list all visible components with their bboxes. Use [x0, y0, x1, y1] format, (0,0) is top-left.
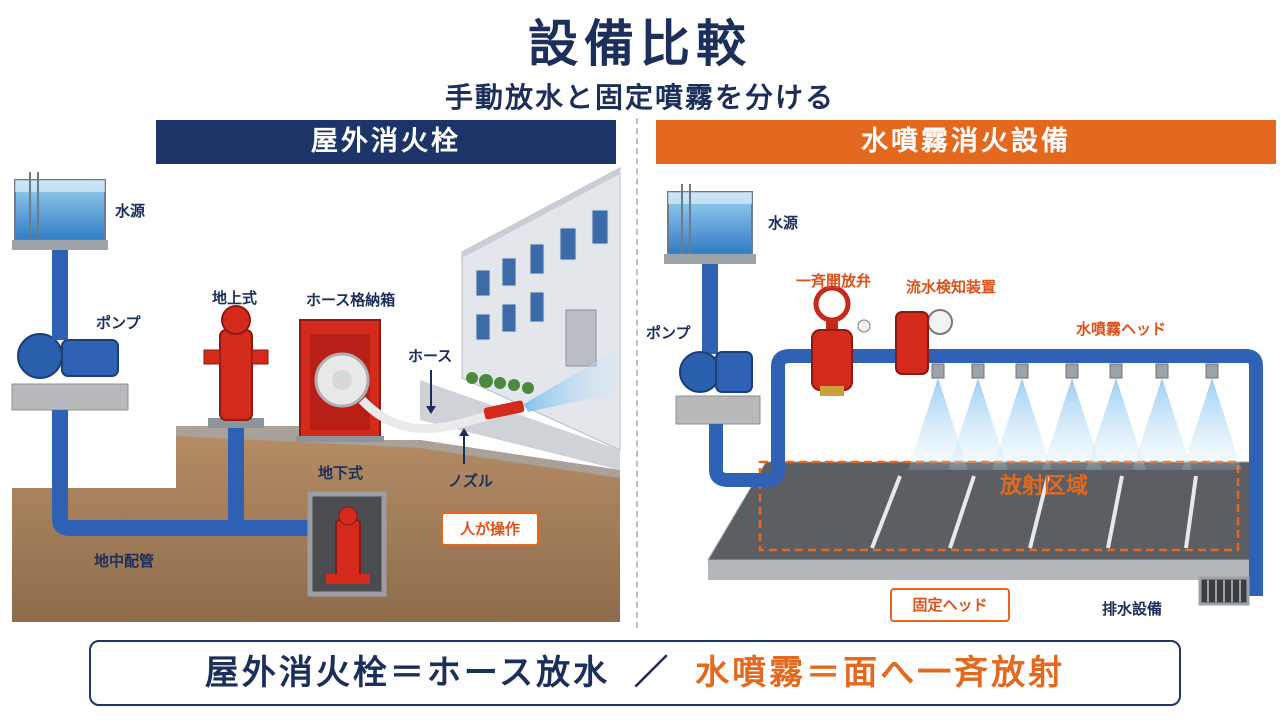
label-flow-detector: 流水検知装置	[906, 278, 997, 296]
water-jet	[524, 350, 620, 412]
page-title: 設備比較	[528, 15, 752, 73]
summary-bar: 屋外消火栓＝ホース放水 ／ 水噴霧＝面へ一斉放射	[89, 640, 1181, 706]
right-panel-banner: 水噴霧消火設備	[656, 120, 1276, 164]
label-nozzle: ノズル	[448, 472, 494, 490]
flow-detector	[857, 309, 953, 375]
label-hose: ホース	[408, 347, 453, 365]
left-panel-banner: 屋外消火栓	[156, 120, 616, 164]
underground-pipe-left	[52, 410, 330, 536]
water-tank-right	[664, 184, 756, 354]
fixed-head-badge: 固定ヘッド	[890, 588, 1010, 622]
label-above-ground: 地上式	[212, 289, 258, 307]
label-underground-piping: 地中配管	[94, 552, 155, 570]
label-deluge-valve: 一斉開放弁	[796, 272, 872, 290]
water-tank-left	[12, 172, 108, 300]
nozzle	[483, 400, 525, 420]
label-pump-right: ポンプ	[646, 324, 691, 342]
drainage-grate	[1198, 576, 1250, 606]
page-subtitle: 手動放水と固定噴霧を分ける	[444, 81, 835, 114]
pump-left	[11, 300, 129, 411]
summary-left: 屋外消火栓＝ホース放水	[204, 653, 611, 693]
summary-right: 水噴霧＝面へ一斉放射	[695, 653, 1066, 693]
left-scene	[11, 167, 621, 622]
spray-heads	[908, 363, 1242, 470]
summary-separator: ／	[634, 653, 672, 693]
label-water-source-left: 水源	[115, 202, 146, 220]
label-underground: 地下式	[318, 464, 364, 482]
hose-line	[358, 396, 507, 433]
label-hose-box: ホース格納箱	[306, 291, 396, 309]
above-ground-hydrant	[203, 305, 269, 428]
right-scene	[664, 184, 1263, 606]
hose-box	[296, 319, 384, 442]
building	[420, 167, 621, 470]
deluge-valve	[811, 285, 853, 396]
spray-pipe-run	[709, 349, 1263, 596]
label-discharge-area: 放射区域	[1000, 474, 1089, 499]
panel-divider	[636, 118, 638, 628]
label-spray-head: 水噴霧ヘッド	[1076, 320, 1167, 338]
operated-by-person-badge: 人が操作	[441, 512, 539, 546]
label-water-source-right: 水源	[768, 214, 799, 232]
label-pump-left: ポンプ	[96, 314, 141, 332]
discharge-floor	[707, 461, 1257, 561]
pump-right	[675, 351, 761, 425]
underground-hydrant-pit	[307, 491, 387, 597]
label-drainage: 排水設備	[1102, 600, 1163, 618]
